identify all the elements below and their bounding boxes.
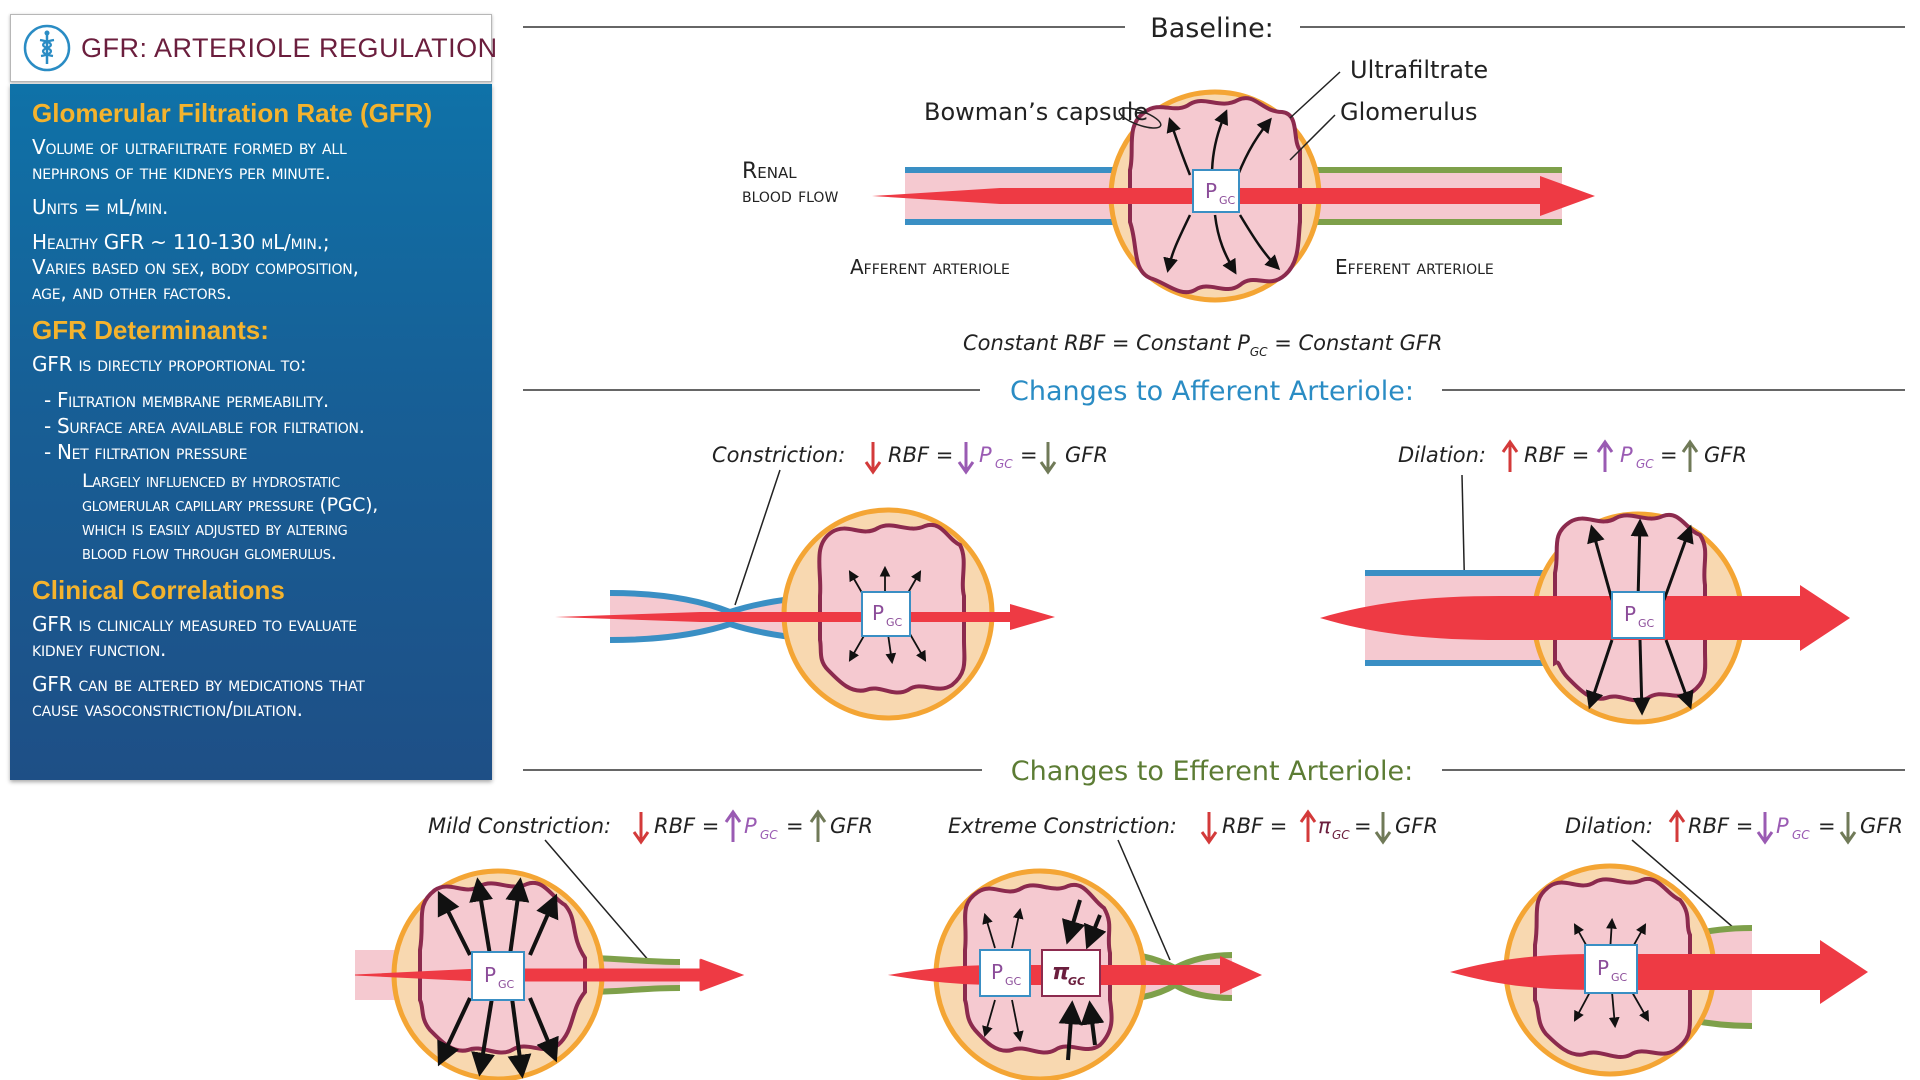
afferent-constriction-diagram: Constriction: RBF = P GC = GFR P GC — [555, 442, 1108, 721]
clinical-heading: Clinical Correlations — [32, 575, 285, 605]
pi-subscript: GC — [1332, 828, 1350, 842]
arrow-up-gfr-icon — [1681, 439, 1699, 472]
rbf-label: RBF = — [654, 814, 719, 838]
gfr-label: GFR — [830, 814, 873, 838]
pgc-subscript: GC — [1636, 457, 1654, 471]
clinical-text-1: GFR is clinically measured to evaluate k… — [32, 612, 357, 661]
bowmans-capsule-label: Bowman’s capsule — [924, 98, 1148, 126]
arrow-down-rbf-icon — [864, 442, 882, 475]
pgc-subscript: GC — [760, 828, 778, 842]
rbf-label: RBF = — [1688, 814, 1753, 838]
arrow-down-rbf-icon — [632, 812, 650, 845]
arrow-up-pgc-icon — [724, 809, 742, 842]
rbf-label: RBF = — [1524, 443, 1589, 467]
clinical-text-2: GFR can be altered by medications that c… — [32, 672, 365, 721]
pgc-subscript: GC — [1005, 975, 1022, 988]
pgc-label: P — [1620, 443, 1633, 467]
divider-lines — [523, 26, 1905, 771]
equals-label: = — [1020, 443, 1038, 467]
pgc-label: P — [872, 601, 884, 625]
info-panel: Glomerular Filtration Rate (GFR) Volume … — [10, 84, 492, 780]
pgc-subscript: GC — [1219, 194, 1236, 207]
afferent-arteriole-label: Afferent arteriole — [850, 255, 1010, 279]
pgc-subscript: GC — [1792, 828, 1810, 842]
efferent-extreme-constriction-diagram: Extreme Constriction: RBF = π GC = GFR P… — [888, 809, 1438, 1080]
afferent-dilation-diagram: Dilation: RBF = P GC = GFR P GC — [1320, 439, 1850, 725]
equals-label: = — [1660, 443, 1678, 467]
rbf-label: RBF = — [1222, 814, 1287, 838]
pgc-subscript: GC — [498, 978, 515, 991]
gfr-units: Units = mL/min. — [32, 195, 169, 219]
determinants-heading: GFR Determinants: — [32, 315, 269, 345]
pi-label: π — [1052, 960, 1070, 985]
proportional-text: GFR is directly proportional to: — [32, 352, 307, 376]
pgc-label: P — [1776, 814, 1789, 838]
caduceus-logo-icon — [23, 24, 71, 72]
pi-subscript: GC — [1068, 975, 1085, 988]
gfr-label: GFR — [1860, 814, 1903, 838]
arrow-up-rbf-icon — [1501, 439, 1519, 472]
equals-label: = — [1354, 814, 1372, 838]
pgc-label: P — [484, 963, 496, 987]
efferent-dilation-diagram: Dilation: RBF = P GC = GFR P GC — [1450, 809, 1903, 1077]
list-item: - Filtration membrane permeability. — [44, 388, 329, 412]
pgc-label: P — [991, 960, 1003, 984]
efferent-heading: Changes to Efferent Arteriole: — [1011, 756, 1413, 787]
determinants-list: - Filtration membrane permeability. - Su… — [44, 387, 480, 465]
efferent-arteriole-label: Efferent arteriole — [1335, 255, 1494, 279]
blood-flow-label: blood flow — [742, 183, 838, 207]
nfp-detail: Largely influenced by hydrostatic glomer… — [82, 470, 378, 564]
pgc-label: P — [979, 443, 992, 467]
afferent-heading: Changes to Afferent Arteriole: — [1010, 376, 1414, 407]
pgc-subscript: GC — [1638, 617, 1655, 630]
gfr-label: GFR — [1704, 443, 1747, 467]
gfr-label: GFR — [1065, 443, 1108, 467]
baseline-equation: Constant RBF = Constant PGC = Constant G… — [963, 331, 1443, 359]
pi-label: π — [1318, 814, 1331, 838]
arrow-up-gfr-icon — [809, 809, 827, 842]
arrow-down-pgc-icon — [1756, 812, 1774, 845]
gfr-label: GFR — [1395, 814, 1438, 838]
extreme-constriction-label: Extreme Constriction: — [948, 814, 1177, 838]
panel-title-box: GFR: ARTERIOLE REGULATION — [10, 14, 497, 82]
efferent-mild-constriction-diagram: Mild Constriction: RBF = P GC = GFR P GC — [354, 809, 873, 1080]
arrow-down-gfr-icon — [1039, 442, 1057, 475]
arrow-up-pi-icon — [1299, 809, 1317, 842]
list-item: - Net filtration pressure — [44, 440, 248, 464]
pgc-label: P — [1624, 602, 1636, 626]
ultrafiltrate-label: Ultrafiltrate — [1350, 56, 1488, 84]
dilation-label: Dilation: — [1398, 443, 1486, 467]
pgc-label: P — [744, 814, 757, 838]
arrow-down-gfr-icon — [1839, 812, 1857, 845]
panel-title: GFR: ARTERIOLE REGULATION — [81, 33, 498, 63]
pgc-subscript: GC — [1611, 971, 1628, 984]
arrow-up-rbf-icon — [1668, 809, 1686, 842]
arrow-down-pgc-icon — [957, 442, 975, 475]
arrow-up-pgc-icon — [1596, 439, 1614, 472]
equals-label: = — [1818, 814, 1836, 838]
baseline-diagram: P GC Ultrafiltrate Bowman’s capsule Glom… — [742, 56, 1595, 359]
gfr-definition: Volume of ultrafiltrate formed by all ne… — [32, 135, 347, 184]
baseline-heading: Baseline: — [1150, 13, 1274, 44]
pgc-label: P — [1205, 179, 1217, 203]
renal-label: Renal — [742, 159, 797, 184]
gfr-heading: Glomerular Filtration Rate (GFR) — [32, 98, 433, 128]
list-item: - Surface area available for filtration. — [44, 414, 365, 438]
gfr-healthy: Healthy GFR ~ 110-130 mL/min.; Varies ba… — [32, 230, 359, 304]
pgc-box — [1192, 169, 1240, 213]
pgc-label: P — [1597, 956, 1609, 980]
dilation-label: Dilation: — [1565, 814, 1653, 838]
glomerulus-label: Glomerulus — [1340, 98, 1478, 126]
arrow-down-rbf-icon — [1200, 812, 1218, 845]
mild-constriction-label: Mild Constriction: — [428, 814, 611, 838]
equals-label: = — [786, 814, 804, 838]
constriction-label: Constriction: — [712, 443, 845, 467]
arrow-down-gfr-icon — [1374, 812, 1392, 845]
rbf-label: RBF = — [888, 443, 953, 467]
pgc-subscript: GC — [995, 457, 1013, 471]
pgc-subscript: GC — [886, 616, 903, 629]
